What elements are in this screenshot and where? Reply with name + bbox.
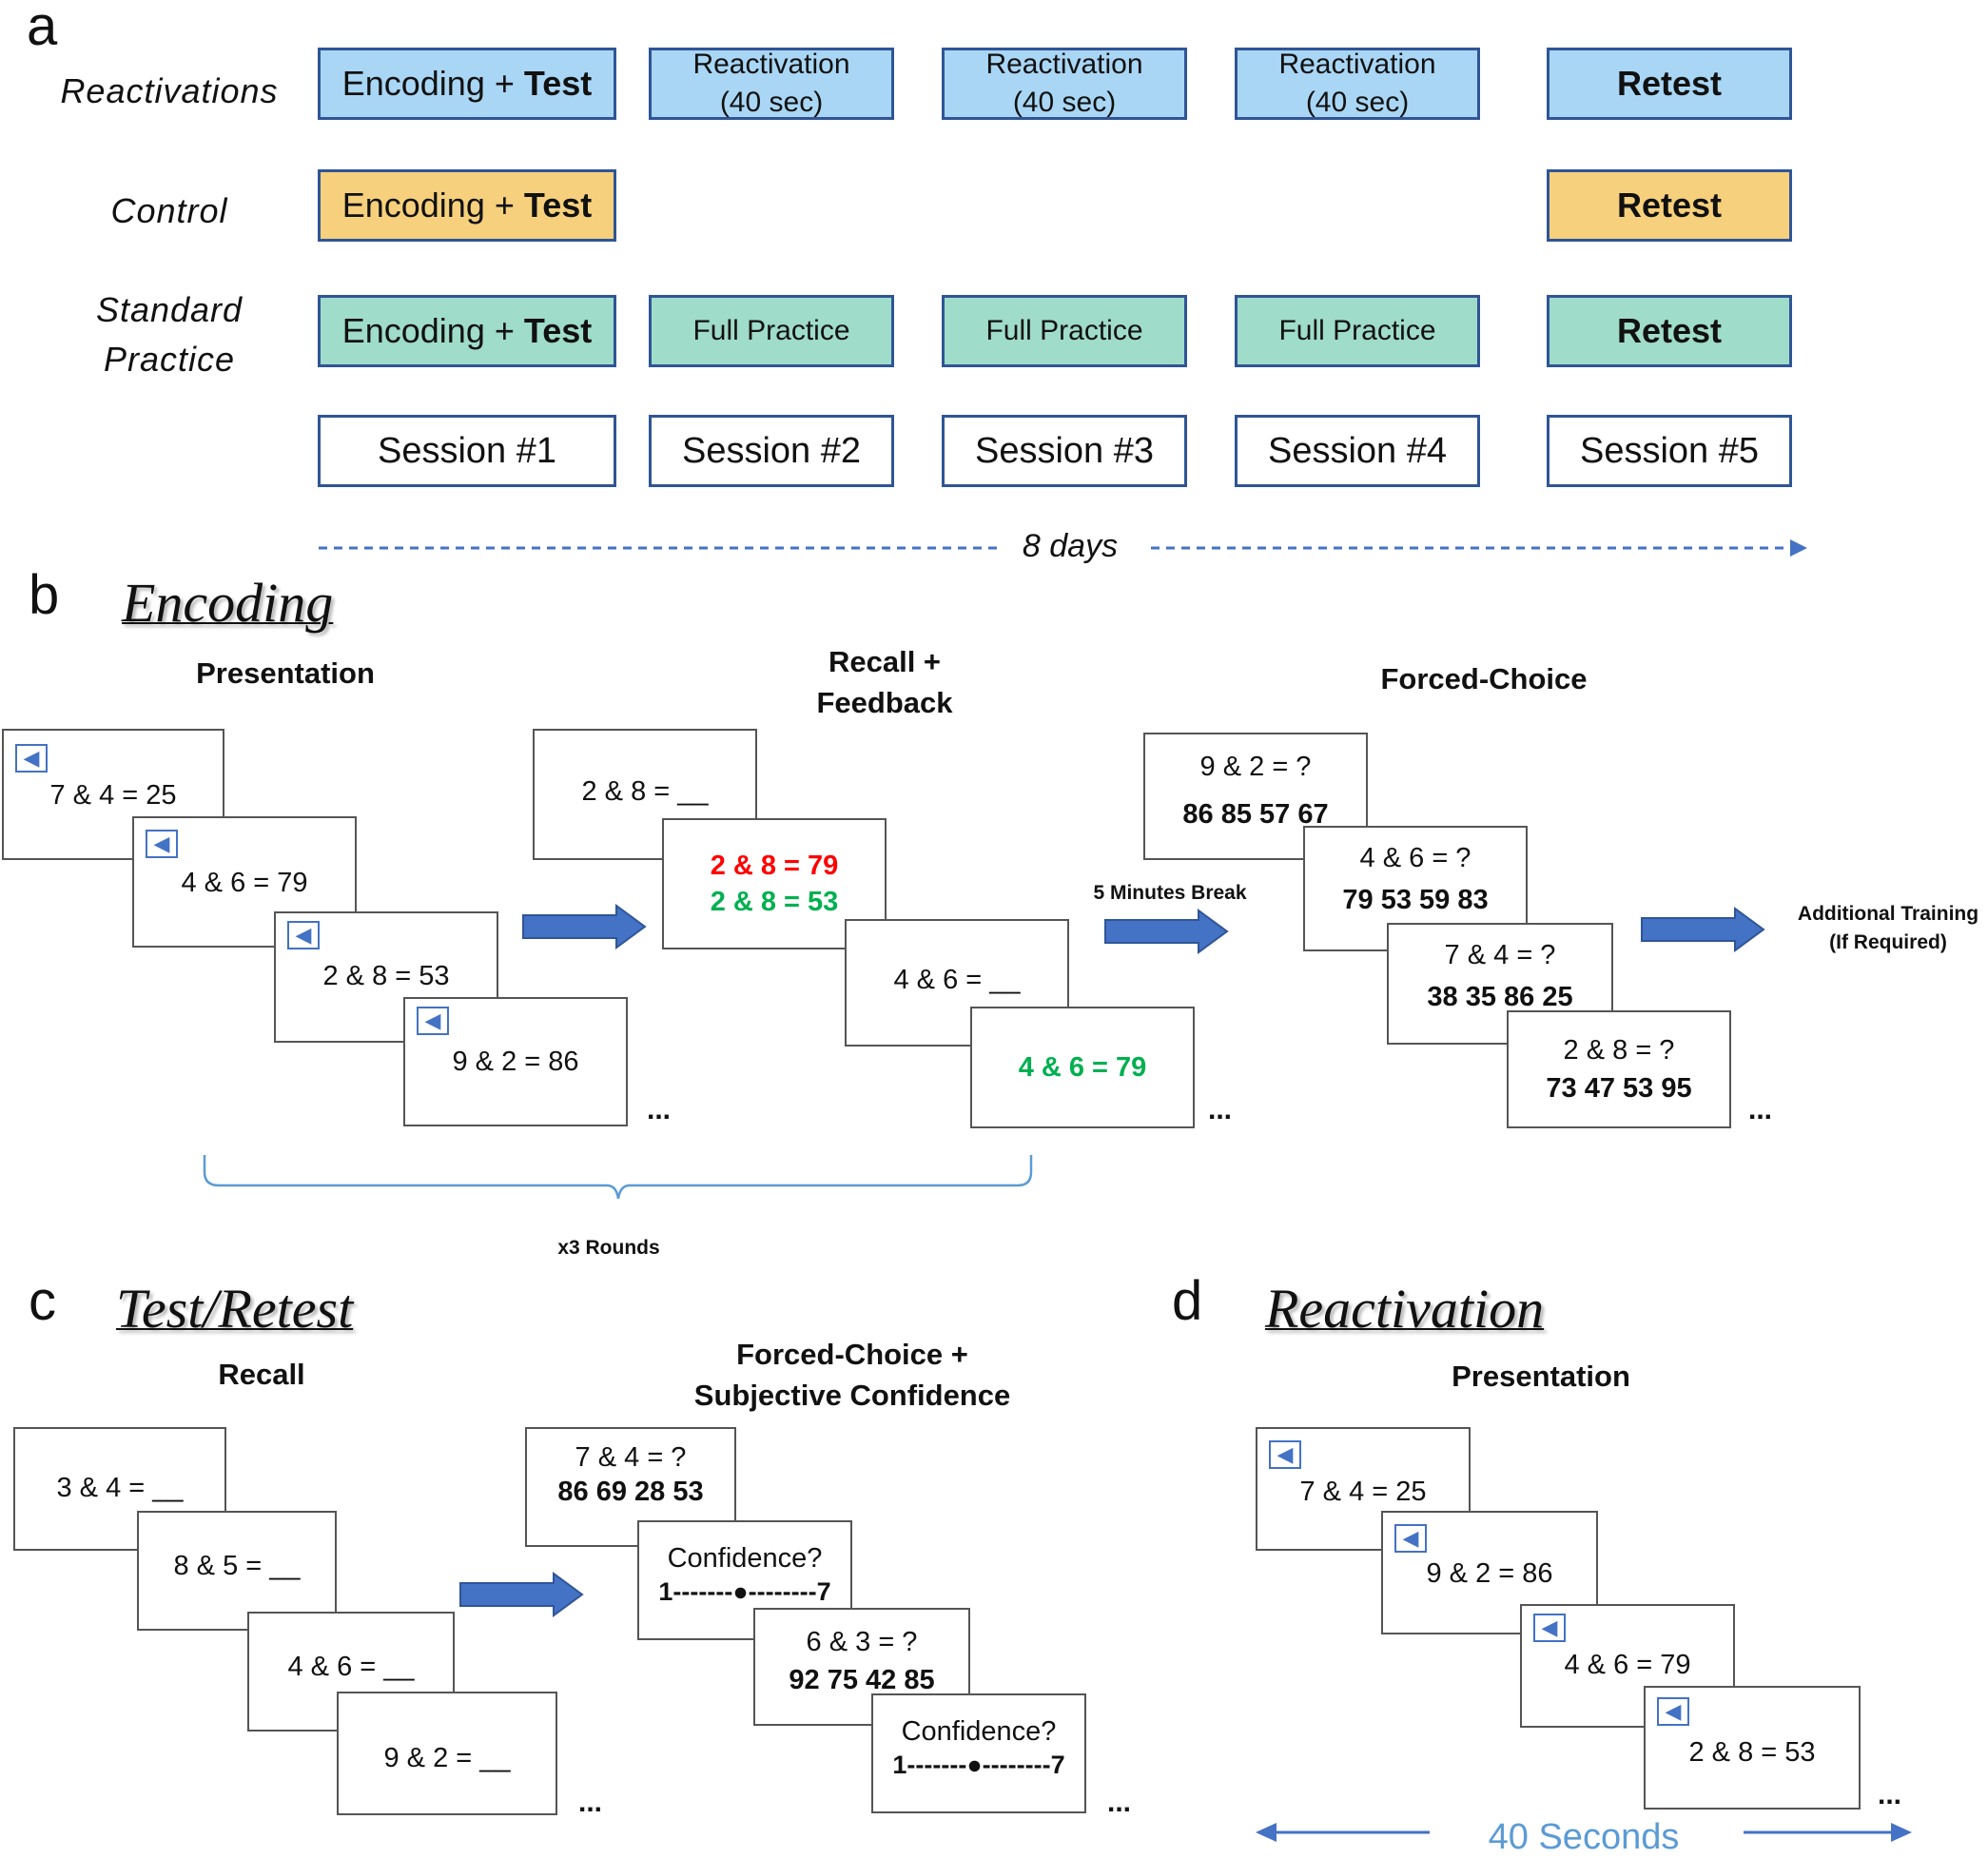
forced-choice-heading: Forced-Choice (1380, 662, 1588, 695)
confidence-card: Confidence? 1-------●--------7 (871, 1693, 1086, 1813)
panel-letter-d: d (1172, 1270, 1203, 1332)
session-box: Session #1 (318, 415, 616, 487)
speaker-icon: ◀︎ (1394, 1524, 1427, 1553)
forced-choice-card: 9 & 2 = ? 86 85 57 67 (1143, 733, 1368, 860)
schedule-box: Full Practice (649, 295, 894, 367)
timeline-arrow (319, 539, 1807, 557)
flow-arrow (1104, 909, 1229, 954)
recall-heading: Recall (218, 1358, 305, 1391)
duration-arrows (1256, 1823, 1912, 1842)
speaker-icon: ◀︎ (1657, 1697, 1689, 1726)
speaker-icon: ◀︎ (146, 830, 178, 858)
panel-letter-b: b (29, 564, 60, 626)
session-box: Session #3 (942, 415, 1187, 487)
panel-letter-c: c (29, 1270, 56, 1332)
panel-c-title: Test/Retest (116, 1278, 354, 1340)
forced-choice-card: 2 & 8 = ? 73 47 53 95 (1507, 1010, 1731, 1128)
ellipsis: ... (1878, 1779, 1902, 1810)
schedule-box: Retest (1547, 295, 1792, 367)
schedule-box: Full Practice (1235, 295, 1480, 367)
rounds-label: x3 Rounds (557, 1237, 660, 1259)
panel-d-title: Reactivation (1265, 1278, 1545, 1340)
schedule-box: Reactivation(40 sec) (942, 48, 1187, 120)
presentation-heading: Presentation (1452, 1360, 1630, 1393)
flow-arrow (459, 1572, 584, 1617)
break-label: 5 Minutes Break (1093, 882, 1247, 904)
schedule-box: Reactivation(40 sec) (1235, 48, 1480, 120)
speaker-icon: ◀︎ (1269, 1440, 1301, 1469)
schedule-box: Full Practice (942, 295, 1187, 367)
schedule-box: Reactivation(40 sec) (649, 48, 894, 120)
ellipsis: ... (1107, 1787, 1132, 1818)
presentation-card: ◀︎ 4 & 6 = 79 (1520, 1604, 1735, 1728)
presentation-card: ◀︎ 2 & 8 = 53 (1644, 1686, 1861, 1810)
presentation-card: ◀︎ 2 & 8 = 53 (274, 911, 498, 1043)
row-label: Reactivations (60, 71, 279, 110)
rounds-brace (203, 1155, 1033, 1200)
recall-card: 9 & 2 = __ (337, 1692, 557, 1815)
ellipsis: ... (1748, 1094, 1773, 1125)
row-label: Control (110, 191, 228, 230)
recall-card: 3 & 4 = __ (13, 1427, 226, 1551)
presentation-card: ◀︎ 9 & 2 = 86 (403, 997, 628, 1126)
schedule-box: Retest (1547, 48, 1792, 120)
ellipsis: ... (578, 1787, 603, 1818)
schedule-box: Encoding + Test (318, 48, 616, 120)
timeline-label: 8 days (1022, 528, 1119, 564)
feedback-card: 4 & 6 = 79 (970, 1007, 1195, 1128)
speaker-icon: ◀︎ (1533, 1614, 1566, 1642)
ellipsis: ... (1208, 1094, 1233, 1125)
recall-card: 8 & 5 = __ (137, 1511, 337, 1631)
flow-arrow (1641, 907, 1765, 952)
schedule-box: Encoding + Test (318, 169, 616, 242)
duration-label: 40 Seconds (1488, 1817, 1680, 1857)
schedule-box: Retest (1547, 169, 1792, 242)
ellipsis: ... (647, 1094, 672, 1125)
presentation-heading: Presentation (196, 656, 375, 690)
presentation-card: ◀︎ 7 & 4 = 25 (1256, 1427, 1471, 1551)
speaker-icon: ◀︎ (287, 921, 320, 949)
panel-letter-a: a (27, 0, 58, 57)
additional-training-label: Additional Training (If Required) (1797, 903, 1979, 953)
session-box: Session #5 (1547, 415, 1792, 487)
session-box: Session #2 (649, 415, 894, 487)
speaker-icon: ◀︎ (417, 1007, 449, 1035)
flow-arrow (522, 904, 647, 949)
panel-b-title: Encoding (122, 572, 334, 634)
session-box: Session #4 (1235, 415, 1480, 487)
recall-feedback-heading: Recall + Feedback (816, 645, 953, 719)
forced-confidence-heading: Forced-Choice + Subjective Confidence (693, 1338, 1011, 1412)
schedule-box: Encoding + Test (318, 295, 616, 367)
speaker-icon: ◀︎ (15, 744, 48, 773)
